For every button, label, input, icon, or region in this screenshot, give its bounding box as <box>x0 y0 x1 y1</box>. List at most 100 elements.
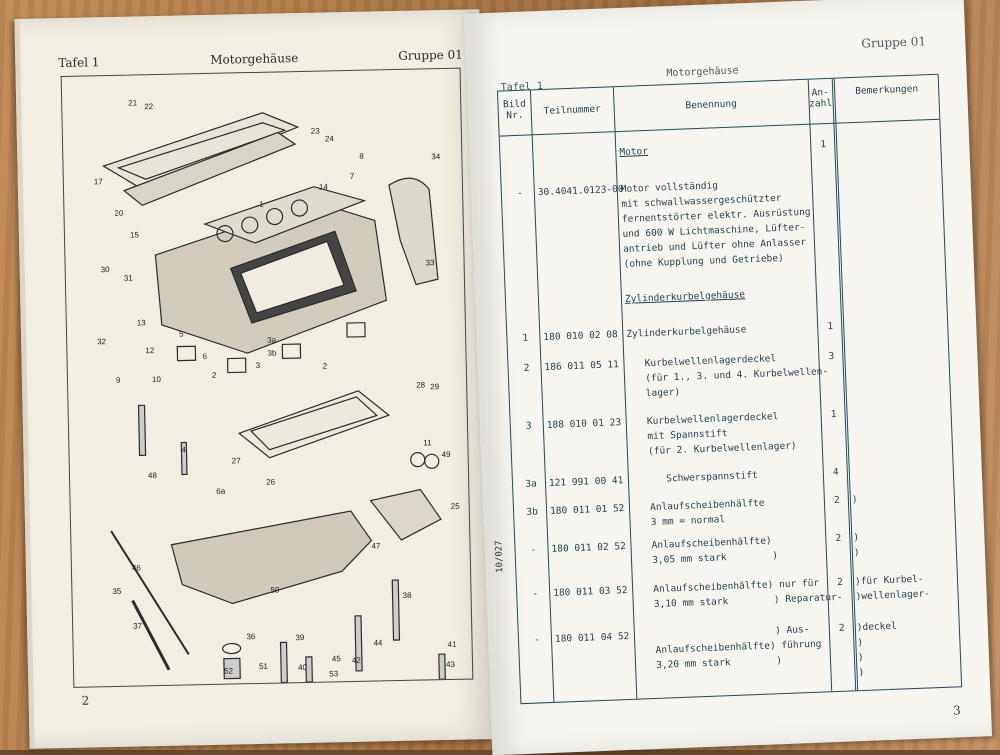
callout-label: 40 <box>298 663 308 672</box>
row-teilnummer-cell <box>536 145 616 148</box>
header-benennung: Benennung <box>685 98 738 112</box>
right-page: Gruppe 01 Tafel 1 Motorgehäuse Bild Nr. … <box>463 0 993 755</box>
row-teilnummer-cell: 180 011 01 52 <box>549 503 625 517</box>
right-gruppe-label: Gruppe 01 <box>861 34 927 51</box>
row-anzahl-cell: 2 <box>838 622 845 634</box>
row-benennung-cell: Anlaufscheibenhälfte 3 mm = normal <box>632 497 765 529</box>
header-bemerkungen: Bemerkungen <box>855 83 919 97</box>
callout-label: 48 <box>148 471 158 480</box>
callout-label: 23 <box>311 127 321 136</box>
row-bild-cell: - <box>533 634 541 646</box>
header-anzahl: An- zahl <box>808 86 833 110</box>
row-benennung-cell: Kurbelwellenlagerdeckel (für 1., 3. und … <box>627 353 829 400</box>
row-teilnummer-cell <box>542 292 622 295</box>
row-teilnummer-cell: 180 011 02 52 <box>551 541 627 555</box>
callout-label: 39 <box>295 633 305 642</box>
callout-label: 31 <box>124 274 134 283</box>
callout-label: 2 <box>212 371 217 380</box>
row-bemerkungen-cell: )deckel ) ) ) <box>856 620 898 679</box>
callout-label: 28 <box>416 380 426 389</box>
callout-label: 38 <box>402 591 412 600</box>
callout-label: 36 <box>246 632 256 641</box>
callout-label: 6a <box>216 487 226 496</box>
row-bemerkungen-cell <box>839 170 939 174</box>
row-bemerkungen-cell <box>845 315 945 319</box>
row-anzahl-cell <box>813 174 835 175</box>
row-benennung-cell: Schwerspannstift <box>631 469 758 486</box>
row-anzahl-cell: 3 <box>828 350 835 363</box>
row-bemerkungen-cell <box>838 133 938 137</box>
right-page-number: 3 <box>952 703 961 718</box>
row-bemerkungen-cell <box>844 280 944 284</box>
callout-label: 17 <box>94 177 104 186</box>
parts-table: Bild Nr. Teilnummer Benennung An- zahl B… <box>496 73 963 705</box>
callout-label: 42 <box>352 656 362 665</box>
callout-label: 5 <box>179 329 184 338</box>
row-benennung-cell: ) Aus- Anlaufscheibenhälfte) führung 3,2… <box>637 624 822 672</box>
callout-label: 12 <box>145 346 155 355</box>
row-bild-cell: 3 <box>525 420 532 432</box>
row-teilnummer-cell: 180 011 03 52 <box>553 585 628 599</box>
left-page: Tafel 1 Motorgehäuse Gruppe 01 <box>14 9 495 749</box>
row-benennung-cell: Zylinderkurbelgehäuse <box>624 289 746 305</box>
callout-label: 20 <box>114 209 124 218</box>
row-bemerkungen-cell <box>851 461 951 465</box>
margin-note: 10/027 <box>494 540 506 574</box>
callout-label: 6 <box>202 352 207 361</box>
row-benennung-cell: Motor vollständig mit schwallwassergesch… <box>620 180 811 270</box>
callout-label: 33 <box>426 258 436 267</box>
row-bild-cell: 1 <box>522 332 529 344</box>
callout-label: 1 <box>259 200 264 209</box>
left-gruppe-label: Gruppe 01 <box>398 47 464 63</box>
row-bild-cell <box>510 295 538 296</box>
left-page-title: Motorgehäuse <box>210 51 299 67</box>
row-teilnummer-cell: 188 010 01 23 <box>546 417 622 431</box>
callout-label: 50 <box>270 586 280 595</box>
row-anzahl-cell: 1 <box>830 408 837 421</box>
row-teilnummer-cell: 180 011 04 52 <box>554 630 630 645</box>
callout-label: 8 <box>359 152 364 161</box>
row-bemerkungen-cell: ) ) <box>853 532 860 559</box>
callout-label: 43 <box>446 660 456 669</box>
left-tafel-label: Tafel 1 <box>58 55 100 71</box>
row-teilnummer-cell: 186 011 05 11 <box>544 359 620 374</box>
callout-label: 14 <box>319 182 329 191</box>
callout-label: 44 <box>373 638 383 647</box>
row-benennung-cell: Zylinderkurbelgehäuse <box>626 324 747 340</box>
callout-label: 29 <box>430 382 440 391</box>
row-anzahl-cell: 1 <box>827 320 834 333</box>
callout-label: 41 <box>448 640 458 649</box>
callout-label: 25 <box>451 502 461 511</box>
row-bild-cell: 2 <box>523 362 530 374</box>
callout-label: 30 <box>101 265 111 274</box>
callout-label: 3 <box>256 361 261 370</box>
callout-label: 2 <box>323 361 328 370</box>
row-anzahl-cell: 2 <box>836 576 844 588</box>
callout-label: 49 <box>442 450 452 459</box>
callout-label: 45 <box>332 654 342 663</box>
row-bild-cell <box>504 148 532 149</box>
row-benennung-cell: Kurbelwellenlagerdeckel mit Spannstift (… <box>629 411 797 458</box>
callout-label: 53 <box>329 669 339 678</box>
callout-label: 21 <box>128 98 138 107</box>
callout-label: 35 <box>112 587 122 596</box>
callout-label: 4 <box>181 445 186 454</box>
header-bild: Bild Nr. <box>502 98 527 122</box>
callout-label: 52 <box>224 667 234 676</box>
callout-label: 11 <box>423 438 432 447</box>
row-bild-cell: 3a <box>525 478 537 490</box>
row-anzahl-cell <box>818 284 840 285</box>
callout-label: 32 <box>97 337 107 346</box>
header-teilnummer: Teilnummer <box>543 103 602 117</box>
row-benennung-cell: Anlaufscheibenhälfte) 3,05 mm stark ) <box>634 535 779 567</box>
row-benennung-cell: Motor <box>619 145 649 159</box>
row-teilnummer-cell: 30.4041.0123-00 <box>537 183 624 199</box>
row-teilnummer-cell: 121 991 00 41 <box>548 475 624 489</box>
col-divider <box>529 90 555 702</box>
callout-label: 13 <box>137 318 147 327</box>
row-bild-cell: - <box>516 187 523 199</box>
callout-label: 26 <box>266 478 276 487</box>
callout-label: 10 <box>152 375 162 384</box>
